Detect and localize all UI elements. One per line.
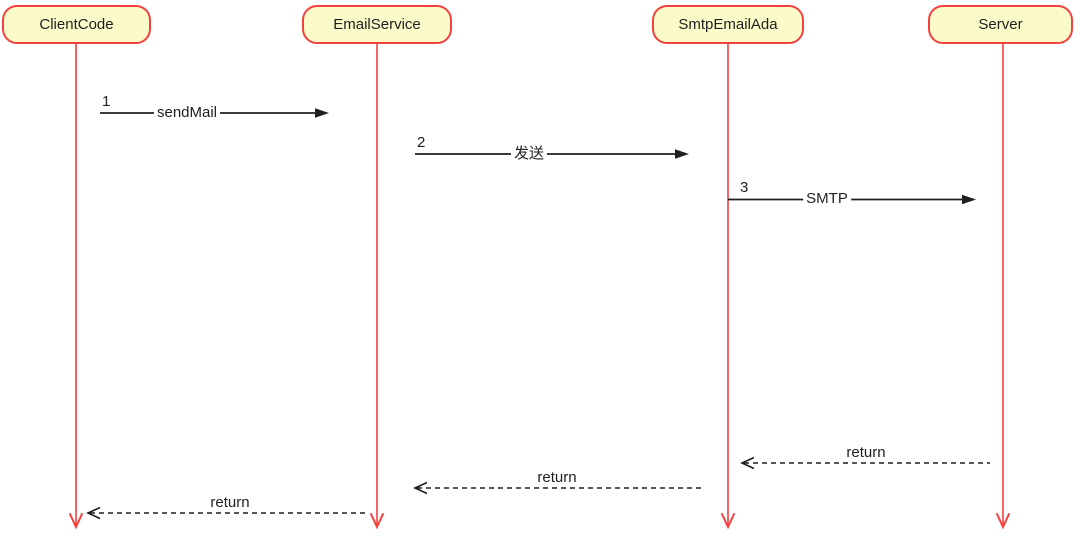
actor-clientcode[interactable]: ClientCode	[2, 5, 151, 44]
lifeline-arrowhead-icon	[996, 513, 1010, 530]
actor-label: SmtpEmailAda	[678, 16, 778, 33]
lifeline-arrowhead-icon	[69, 513, 83, 530]
lifeline-arrowhead-icon	[721, 513, 735, 530]
arrowhead-smtp-icon	[962, 194, 976, 205]
lifeline-arrowhead-icon	[370, 513, 384, 530]
sequence-number-2: 2	[417, 134, 426, 151]
return-arrowhead-icon	[740, 456, 755, 470]
actor-smtpemailada[interactable]: SmtpEmailAda	[652, 5, 804, 44]
actor-server[interactable]: Server	[928, 5, 1073, 44]
return-label-2: return	[537, 469, 577, 486]
sequence-number-1: 1	[102, 93, 111, 110]
message-label-sendmail: sendMail	[153, 103, 221, 123]
message-label-fasong: 发送	[510, 144, 548, 164]
message-label-smtp: SMTP	[803, 189, 851, 209]
arrowhead-fasong-icon	[675, 149, 689, 159]
actor-label: Server	[978, 16, 1023, 33]
return-label-3: return	[210, 494, 250, 511]
return-label-1: return	[846, 444, 886, 461]
arrowhead-sendmail-icon	[315, 108, 329, 118]
return-arrowhead-icon	[413, 481, 428, 495]
actor-emailservice[interactable]: EmailService	[302, 5, 452, 44]
actor-label: ClientCode	[39, 16, 114, 33]
actor-label: EmailService	[333, 16, 421, 33]
return-arrowhead-icon	[86, 506, 101, 520]
sequence-number-3: 3	[740, 179, 749, 196]
